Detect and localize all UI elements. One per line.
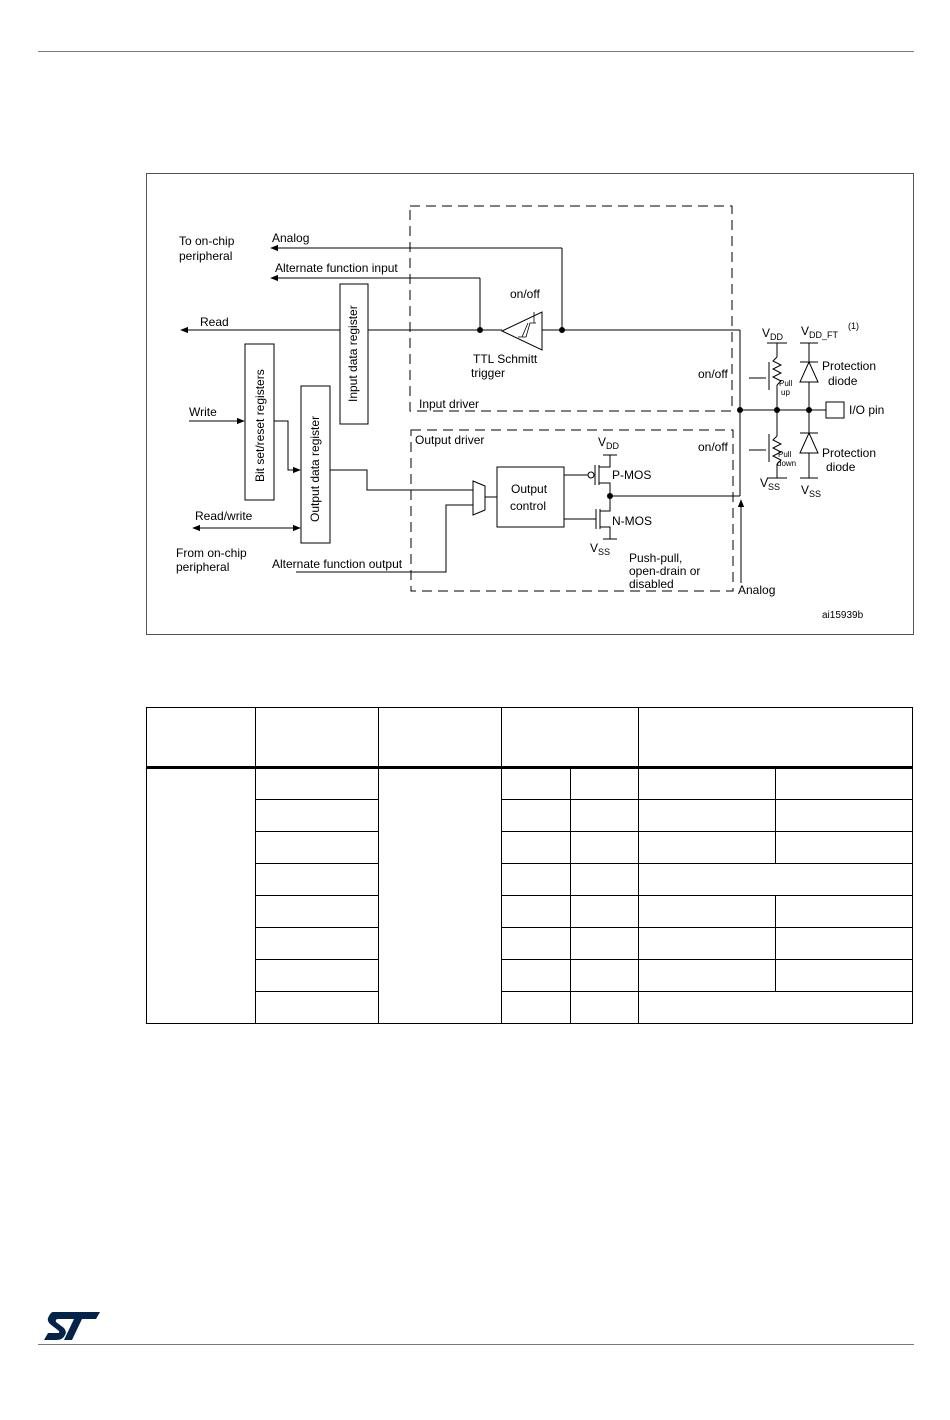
schmitt-trigger-symbol: [500, 311, 543, 351]
vdd-label: VDD: [598, 435, 620, 451]
protection-diode-top-label-2: diode: [828, 374, 858, 388]
vss-diode-label: VSS: [801, 483, 821, 499]
table-row: [147, 863, 913, 896]
table-header-cell: [146, 707, 256, 769]
footnote-ref: (1): [848, 321, 859, 331]
pmos-transistor: [587, 454, 617, 496]
output-control-box: [496, 466, 565, 528]
read-write-label: Read/write: [195, 509, 253, 523]
table-row: [147, 927, 913, 960]
pullup-onoff-label: on/off: [698, 367, 728, 381]
from-onchip-label-2: peripheral: [176, 560, 229, 574]
output-data-register-label: Output data register: [308, 416, 322, 522]
pull-up-resistor: [749, 342, 787, 410]
pull-down-resistor: [749, 410, 787, 479]
output-mux: [472, 480, 486, 516]
bit-set-reset-label: Bit set/reset registers: [253, 369, 267, 482]
table-header-cell: [501, 707, 639, 769]
table-header-cell: [638, 707, 913, 769]
output-control-label-2: control: [510, 499, 546, 513]
protection-diode-bottom-label-2: diode: [826, 460, 856, 474]
input-data-register-label: Input data register: [346, 305, 360, 402]
table-row: [146, 767, 913, 1024]
table-row: [147, 959, 913, 992]
io-pin-box: [825, 401, 845, 419]
vdd-pin-label: VDD: [762, 326, 784, 342]
bit-set-reset-box: [244, 343, 275, 501]
table-header-cell: [378, 707, 502, 769]
bottom-rule: [38, 1344, 914, 1345]
output-control-label-1: Output: [511, 482, 548, 496]
alt-func-input-label: Alternate function input: [275, 261, 398, 275]
vss-pin-label: VSS: [760, 476, 780, 492]
protection-diode-top: [799, 342, 819, 410]
pull-down-label-2: down: [777, 459, 796, 468]
st-logo: [44, 1312, 100, 1340]
table-row: [147, 895, 913, 928]
input-data-register-box: [339, 283, 369, 425]
table-row: [147, 831, 913, 864]
table-row: [147, 991, 913, 1024]
gpio-block-diagram: To on-chip peripheral Analog Alternate f…: [146, 173, 914, 635]
output-driver-label: Output driver: [415, 433, 484, 447]
pmos-label: P-MOS: [612, 468, 651, 482]
read-label: Read: [200, 315, 229, 329]
analog-bottom-label: Analog: [738, 583, 775, 597]
diagram-frame: [146, 173, 914, 635]
analog-top-label: Analog: [272, 231, 309, 245]
schmitt-onoff-label: on/off: [510, 287, 540, 301]
protection-diode-top-label-1: Protection: [822, 359, 876, 373]
write-label: Write: [189, 405, 217, 419]
input-driver-region: [409, 205, 733, 412]
io-pin-label: I/O pin: [849, 403, 884, 417]
figure-id: ai15939b: [822, 610, 864, 621]
alt-func-output-label: Alternate function output: [272, 557, 403, 571]
input-driver-label: Input driver: [419, 397, 479, 411]
push-pull-label-3: disabled: [629, 577, 674, 591]
from-onchip-label-1: From on-chip: [176, 546, 247, 560]
config-table: [146, 707, 913, 1024]
pull-down-label-1: Pull: [778, 450, 792, 459]
to-onchip-label-1: To on-chip: [179, 234, 235, 248]
protection-diode-bottom: [799, 410, 819, 479]
ttl-schmitt-label-1: TTL Schmitt: [473, 352, 538, 366]
output-driver-region: [410, 429, 734, 592]
table-header-cell: [255, 707, 379, 769]
pulldown-onoff-label: on/off: [698, 440, 728, 454]
table-row: [147, 799, 913, 832]
push-pull-label-1: Push-pull,: [629, 551, 682, 565]
output-data-register-box: [300, 385, 331, 544]
vss-label: VSS: [590, 541, 610, 557]
to-onchip-label-2: peripheral: [179, 249, 232, 263]
top-rule: [38, 51, 914, 52]
pull-up-label-2: up: [781, 388, 790, 397]
ttl-schmitt-label-2: trigger: [471, 366, 505, 380]
push-pull-label-2: open-drain or: [629, 564, 700, 578]
protection-diode-bottom-label-1: Protection: [822, 446, 876, 460]
pull-up-label-1: Pull: [779, 379, 793, 388]
vdd-ft-label: VDD_FT: [801, 324, 839, 340]
nmos-label: N-MOS: [612, 514, 652, 528]
nmos-transistor: [595, 496, 617, 540]
